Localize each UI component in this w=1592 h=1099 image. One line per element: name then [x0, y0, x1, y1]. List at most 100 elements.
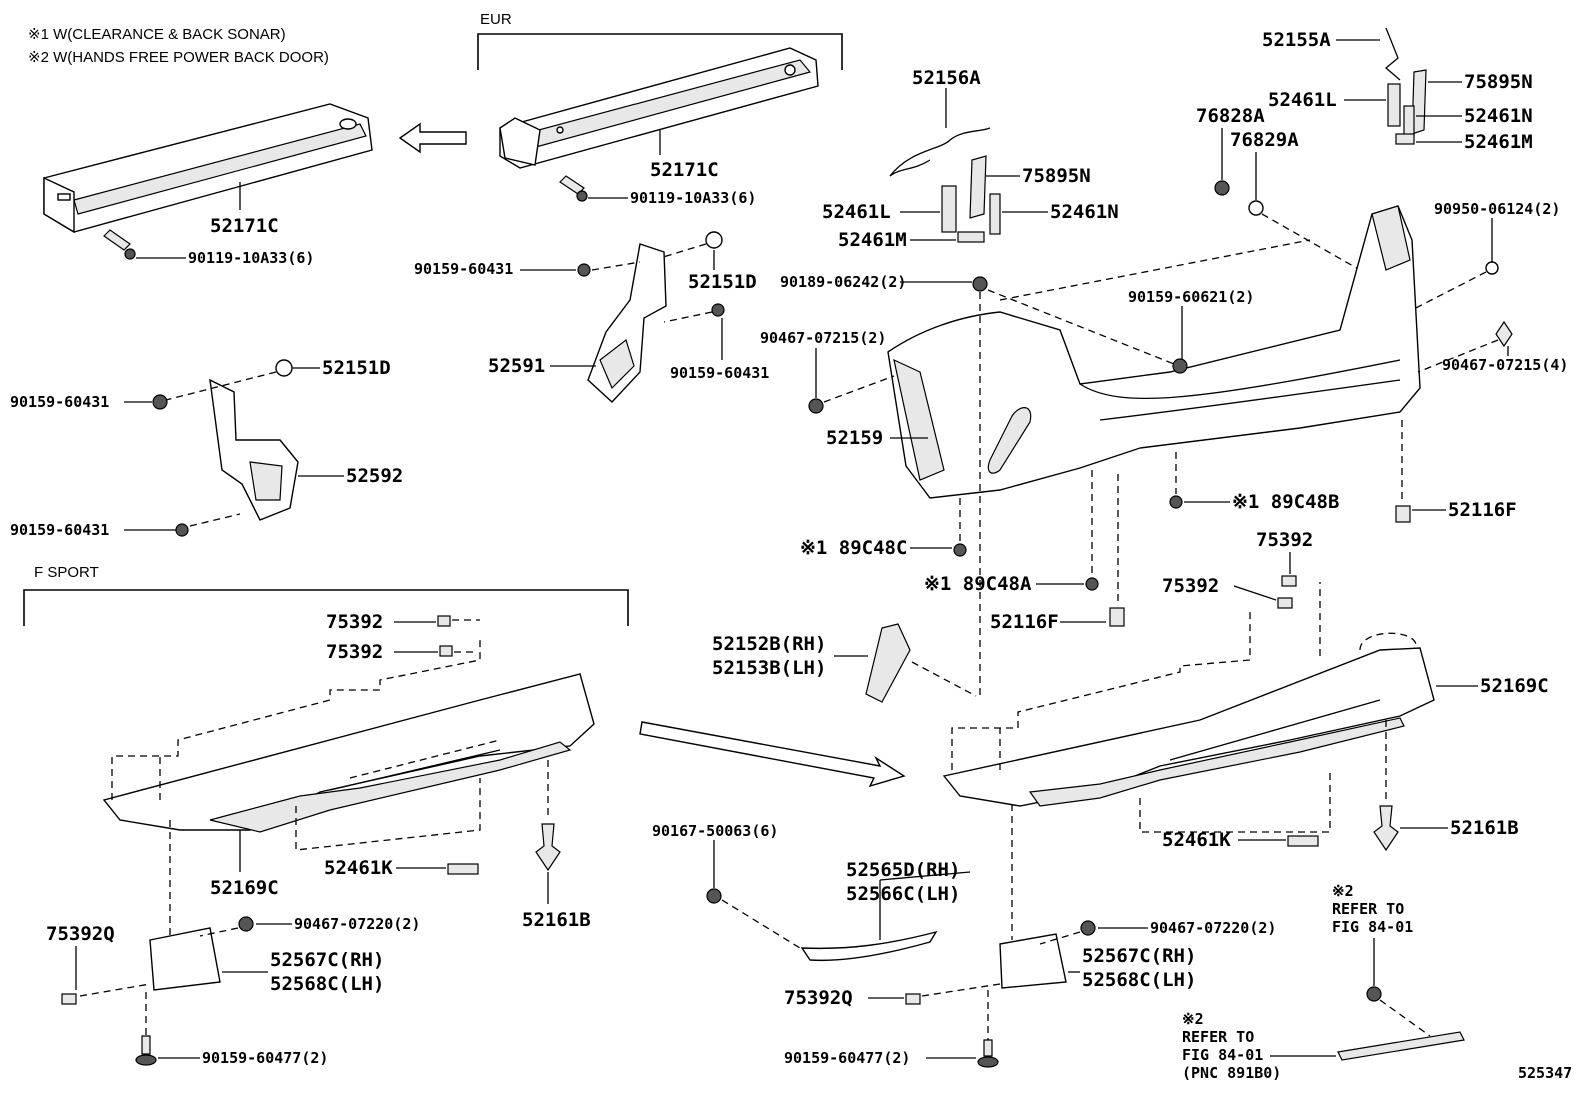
label-75392Q-fsport: 75392Q — [46, 923, 115, 945]
clip-90167 — [706, 888, 722, 904]
figure-number: 525347 — [1518, 1064, 1572, 1082]
clip-75392-f2 — [439, 645, 453, 657]
label-52568C: 52568C(LH) — [1082, 969, 1196, 991]
label-52461L-top: 52461L — [1268, 89, 1337, 111]
reflector-52152B — [865, 623, 911, 703]
label-90467-07220: 90467-07220(2) — [1150, 919, 1276, 937]
retainer-52461N-mid — [989, 193, 1001, 235]
label-90950: 90950-06124(2) — [1434, 200, 1560, 218]
label-52566C: 52566C(LH) — [846, 883, 960, 905]
label-52159: 52159 — [826, 427, 883, 449]
label-75392Q: 75392Q — [784, 987, 853, 1009]
label-90119: 90119-10A33(6) — [188, 249, 314, 267]
bracket-52567C-fsport — [149, 927, 221, 991]
label-75895N-mid: 75895N — [1022, 165, 1091, 187]
retainer-52461M-top — [1395, 133, 1415, 145]
label-89C48C: ※1 89C48C — [800, 537, 907, 559]
nut-90189 — [972, 276, 988, 292]
label-52155A: 52155A — [1262, 29, 1331, 51]
ref2-line2: FIG 84-01 — [1182, 1046, 1263, 1064]
sensor-retainer-52461L — [941, 185, 957, 233]
cover-75895N-mid — [969, 155, 987, 219]
note-2: ※2 W(HANDS FREE POWER BACK DOOR) — [28, 49, 329, 66]
label-52461L-mid: 52461L — [822, 201, 891, 223]
reinforcement-beam-eur — [499, 47, 819, 169]
clip-75392-f1 — [437, 615, 451, 627]
ref1-mark: ※2 — [1332, 882, 1354, 900]
plug-90950 — [1485, 261, 1499, 275]
bolt-90119-eur — [559, 175, 588, 202]
nut-90159-60621 — [1172, 358, 1188, 374]
label-52461N-mid: 52461N — [1050, 201, 1119, 223]
bracket-52591 — [587, 243, 667, 403]
sensor-89C48C — [953, 543, 967, 557]
lower-diffuser — [942, 647, 1435, 807]
clip-90467-07215-right — [1495, 320, 1513, 348]
clip-52151D-a — [705, 231, 723, 249]
label-90189: 90189-06242(2) — [780, 273, 906, 291]
label-90159-60621: 90159-60621(2) — [1128, 288, 1254, 306]
label-52161B: 52161B — [1450, 817, 1519, 839]
bracket-52567C — [999, 933, 1067, 989]
label-75392-r2: 75392 — [1162, 575, 1219, 597]
wire-harness-52156A — [889, 127, 991, 177]
screw-90159-60477 — [977, 1039, 999, 1068]
clip-90467-07220 — [1080, 920, 1096, 936]
clip-90467-07220-fsport — [238, 916, 254, 932]
group-fsport-label: F SPORT — [34, 564, 99, 581]
retainer-52461N-top — [1403, 105, 1415, 137]
nut-76829A — [1248, 200, 1264, 216]
label-90167: 90167-50063(6) — [652, 822, 778, 840]
sensor-89C48B — [1169, 495, 1183, 509]
label-52461K: 52461K — [1162, 829, 1231, 851]
label-90159-60431-b: 90159-60431 — [670, 364, 769, 382]
label-76829A: 76829A — [1230, 129, 1299, 151]
label-89C48A: ※1 89C48A — [924, 573, 1032, 595]
label-52591: 52591 — [488, 355, 545, 377]
label-52161B-fsport: 52161B — [522, 909, 591, 931]
label-52461N-top: 52461N — [1464, 105, 1533, 127]
clip-75392-r2 — [1277, 597, 1293, 609]
label-75392-r1: 75392 — [1256, 529, 1313, 551]
group-fsport-frame — [23, 589, 629, 626]
arrow-to-standard-beam — [398, 122, 467, 154]
label-90159-60431-d: 90159-60431 — [10, 521, 109, 539]
label-52461M-top: 52461M — [1464, 131, 1533, 153]
retainer-52461K — [1287, 835, 1319, 847]
screw-90159-60477-fsport — [135, 1035, 157, 1066]
label-90119-eur: 90119-10A33(6) — [630, 189, 756, 207]
label-52151D-b: 52151D — [322, 357, 391, 379]
retainer-52461L-top — [1387, 83, 1401, 127]
clip-90467-07215-left — [808, 398, 824, 414]
label-52116F-center: 52116F — [990, 611, 1059, 633]
label-52151D-a: 52151D — [688, 271, 757, 293]
label-90467-07215-left: 90467-07215(2) — [760, 329, 886, 347]
label-52169C-fsport: 52169C — [210, 877, 279, 899]
moulding-52565D — [800, 930, 938, 962]
label-52461K-fsport: 52461K — [324, 857, 393, 879]
bolt-90119 — [103, 229, 136, 260]
label-90159-60477: 90159-60477(2) — [784, 1049, 910, 1067]
label-90159-60477-fsport: 90159-60477(2) — [202, 1049, 328, 1067]
label-52153B: 52153B(LH) — [712, 657, 826, 679]
clip-52161B-fsport — [535, 823, 561, 872]
sensor-89C48A — [1085, 577, 1099, 591]
label-90467-07215-right: 90467-07215(4) — [1442, 356, 1568, 374]
clip-75392Q — [905, 993, 921, 1005]
ref2-line1: REFER TO — [1182, 1028, 1254, 1046]
label-52116F-right: 52116F — [1448, 499, 1517, 521]
harness-52155A — [1384, 27, 1401, 81]
ref1-line2: FIG 84-01 — [1332, 918, 1413, 936]
label-52156A: 52156A — [912, 67, 981, 89]
bracket-52592 — [209, 378, 299, 521]
nut-90159-d — [175, 523, 189, 537]
reinforcement-beam — [43, 103, 373, 234]
clip-52151D-b — [275, 359, 293, 377]
label-75392-f2: 75392 — [326, 641, 383, 663]
clip-75392-r1 — [1281, 575, 1297, 587]
ref1-line1: REFER TO — [1332, 900, 1404, 918]
nut-90159-b — [711, 303, 725, 317]
clip-52161B — [1373, 805, 1399, 852]
label-52567C-fsport: 52567C(RH) — [270, 949, 384, 971]
